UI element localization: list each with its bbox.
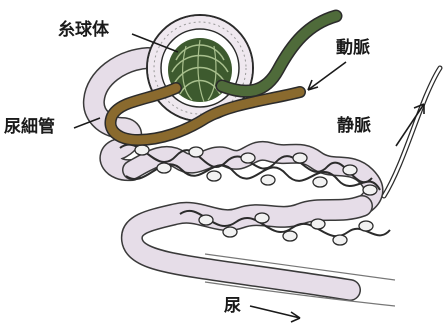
glomerulus-label: 糸球体 [58, 22, 109, 39]
artery-label: 動脈 [336, 40, 370, 57]
urine-arrow [250, 306, 300, 322]
artery-arrow [308, 62, 346, 90]
urine-label: 尿 [224, 298, 241, 315]
vein-vessel [384, 68, 440, 196]
tubule-label: 尿細管 [4, 119, 55, 136]
vein-label: 静脈 [337, 118, 371, 135]
